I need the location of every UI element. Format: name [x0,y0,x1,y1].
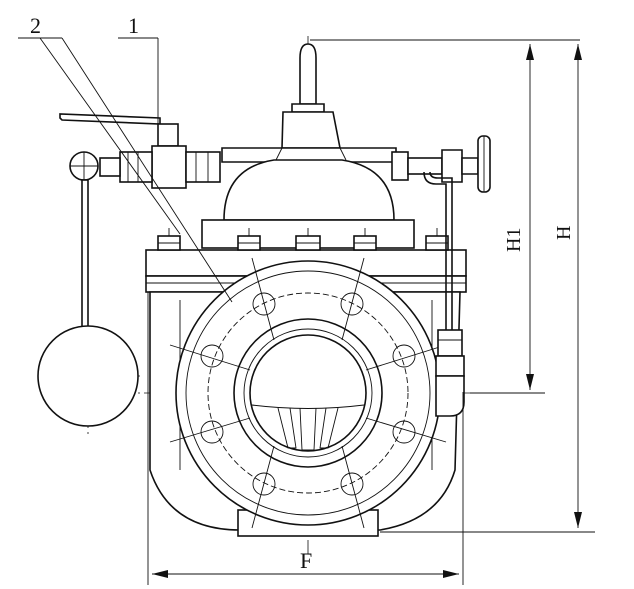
bolt-hole [392,420,416,444]
pipe-flange [175,260,441,526]
bolt-hole [252,472,276,496]
needle-valve-assembly [391,135,491,193]
flange-bolts [157,228,449,251]
bolt-hole [392,344,416,368]
dimension-H1: H1 [310,39,580,394]
float-ball [37,325,139,427]
dimension-F: F [147,292,464,585]
bolt-hole [200,344,224,368]
bolt-circle-radials [169,257,447,529]
control-pipe [423,171,465,417]
callout-label-1: 1 [128,13,139,38]
bolt-hole [340,292,364,316]
dimension-H: H [380,44,595,533]
bolt-hole [200,420,224,444]
ball-valve-assembly [59,113,221,189]
bolt [425,228,449,251]
callout-label-2: 2 [30,13,41,38]
bolt-hole [340,472,364,496]
disc-ribs [277,407,339,451]
float-rod [81,179,89,331]
bolt [353,228,377,251]
callout-2: 2 [18,13,233,303]
dimension-label-H: H [553,226,575,240]
bolt [157,228,181,251]
valve-handle [59,113,161,125]
dimension-label-F: F [300,548,312,573]
bolt [237,228,261,251]
bonnet-dome [201,111,415,249]
bolt-hole [252,292,276,316]
callout-1: 1 [118,13,159,124]
bolt [295,228,321,251]
dimension-label-H1: H1 [503,228,525,252]
top-indicator [291,43,325,113]
flange-bolt-holes [200,292,416,496]
